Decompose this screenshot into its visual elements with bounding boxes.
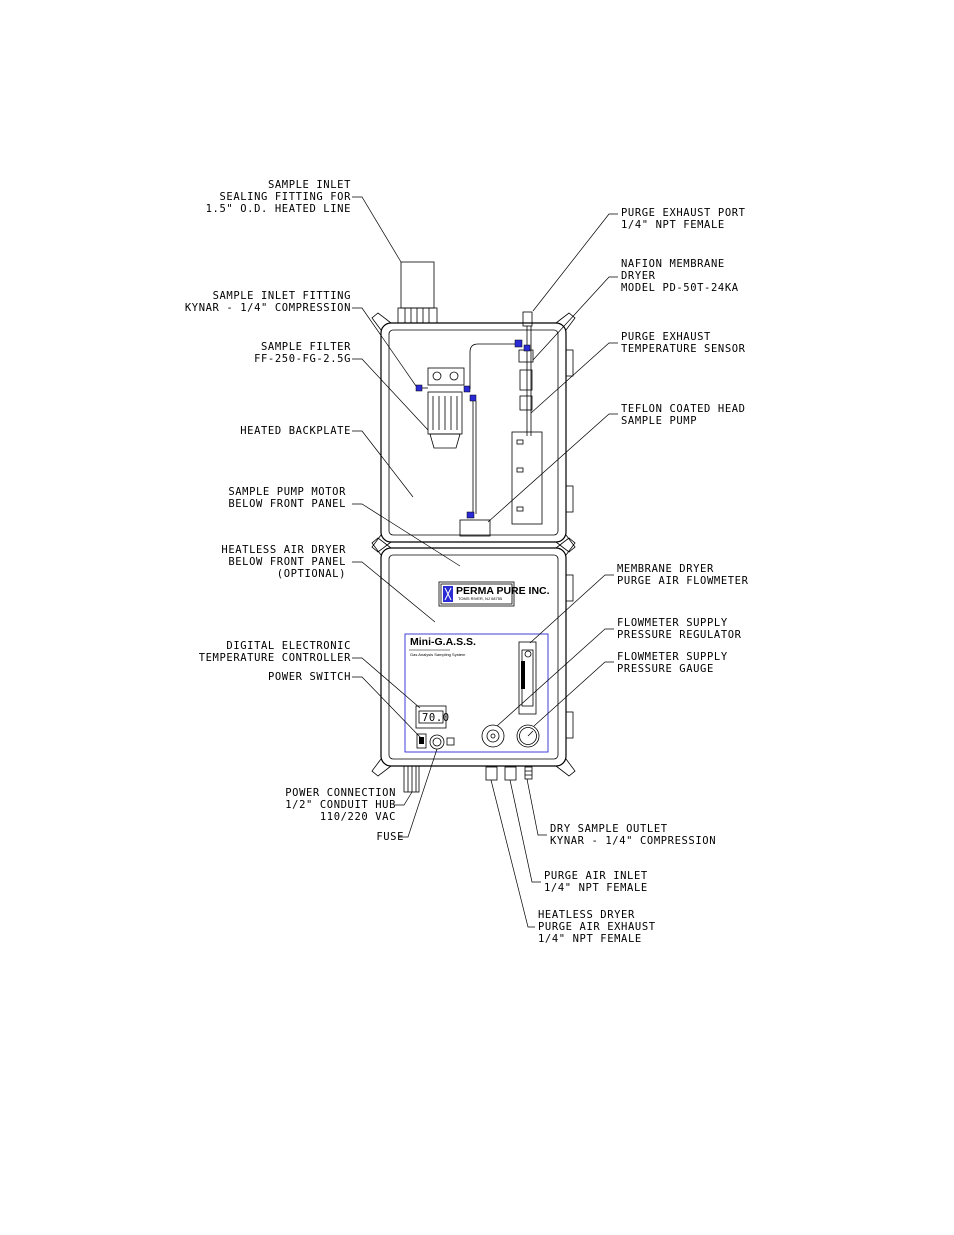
callout-heatless-dryer-2: BELOW FRONT PANEL bbox=[228, 556, 346, 568]
callout-sample-inlet-2: SEALING FITTING FOR bbox=[219, 191, 351, 203]
callout-temp-controller-1: DIGITAL ELECTRONIC bbox=[226, 640, 351, 652]
callout-regulator-2: PRESSURE REGULATOR bbox=[617, 629, 742, 641]
nafion-dryer bbox=[514, 311, 534, 436]
callout-nafion-1: NAFION MEMBRANE bbox=[621, 258, 725, 270]
power-switch[interactable] bbox=[416, 733, 427, 749]
callout-teflon-pump-1: TEFLON COATED HEAD bbox=[621, 403, 746, 415]
purge-flowmeter bbox=[518, 641, 537, 715]
callout-power-connection-2: 1/2" CONDUIT HUB bbox=[285, 799, 396, 811]
callout-nafion-2: DRYER bbox=[621, 270, 656, 282]
callout-dryer-exhaust-3: 1/4" NPT FEMALE bbox=[538, 933, 642, 945]
callout-heatless-dryer-3: (OPTIONAL) bbox=[277, 568, 346, 580]
upper-enclosure bbox=[371, 312, 576, 553]
callout-purge-inlet-2: 1/4" NPT FEMALE bbox=[544, 882, 648, 894]
callout-gauge-2: PRESSURE GAUGE bbox=[617, 663, 714, 675]
leader-lines bbox=[352, 196, 618, 928]
sample-tubing bbox=[469, 343, 515, 514]
controller-display: 70.0 bbox=[422, 712, 450, 724]
callout-pump-motor-1: SAMPLE PUMP MOTOR bbox=[228, 486, 346, 498]
callout-dry-outlet-2: KYNAR - 1/4" COMPRESSION bbox=[550, 835, 716, 847]
fuse-holder[interactable] bbox=[429, 734, 455, 750]
callout-heated-backplate: HEATED BACKPLATE bbox=[240, 425, 351, 437]
heated-inlet-line bbox=[397, 261, 438, 324]
callout-power-connection-1: POWER CONNECTION bbox=[285, 787, 396, 799]
callout-power-switch: POWER SWITCH bbox=[268, 671, 351, 683]
callout-dryer-exhaust-2: PURGE AIR EXHAUST bbox=[538, 921, 656, 933]
sample-filter bbox=[415, 367, 477, 449]
callout-flowmeter-1: MEMBRANE DRYER bbox=[617, 563, 714, 575]
conduit-hub bbox=[403, 765, 420, 793]
callout-pump-motor-2: BELOW FRONT PANEL bbox=[228, 498, 346, 510]
pressure-regulator[interactable] bbox=[481, 724, 505, 748]
callout-exhaust-temp-2: TEMPERATURE SENSOR bbox=[621, 343, 746, 355]
front-panel bbox=[404, 633, 549, 753]
callout-dryer-exhaust-1: HEATLESS DRYER bbox=[538, 909, 635, 921]
bottom-fittings bbox=[485, 766, 533, 781]
callout-flowmeter-2: PURGE AIR FLOWMETER bbox=[617, 575, 749, 587]
sample-pump bbox=[459, 431, 543, 537]
brand-plate bbox=[438, 581, 515, 607]
product-subtitle: Gas Analysis Sampling System bbox=[410, 652, 466, 657]
callout-inlet-fitting-2: KYNAR - 1/4" COMPRESSION bbox=[185, 302, 351, 314]
callout-regulator-1: FLOWMETER SUPPLY bbox=[617, 617, 728, 629]
callout-teflon-pump-2: SAMPLE PUMP bbox=[621, 415, 697, 427]
lower-enclosure bbox=[371, 537, 576, 777]
callout-nafion-3: MODEL PD-50T-24KA bbox=[621, 282, 739, 294]
bottom-callouts: DRY SAMPLE OUTLET KYNAR - 1/4" COMPRESSI… bbox=[538, 823, 716, 945]
callout-sample-filter-2: FF-250-FG-2.5G bbox=[254, 353, 351, 365]
callout-inlet-fitting-1: SAMPLE INLET FITTING bbox=[213, 290, 351, 302]
temperature-controller[interactable] bbox=[415, 705, 447, 729]
callout-temp-controller-2: TEMPERATURE CONTROLLER bbox=[199, 652, 351, 664]
callout-sample-filter-1: SAMPLE FILTER bbox=[261, 341, 351, 353]
callout-heatless-dryer-1: HEATLESS AIR DRYER bbox=[221, 544, 346, 556]
callout-fuse: FUSE bbox=[376, 831, 404, 843]
callout-purge-inlet-1: PURGE AIR INLET bbox=[544, 870, 648, 882]
pressure-gauge bbox=[516, 724, 540, 748]
callout-sample-inlet-1: SAMPLE INLET bbox=[268, 179, 351, 191]
callout-exhaust-temp-1: PURGE EXHAUST bbox=[621, 331, 711, 343]
callout-sample-inlet-3: 1.5" O.D. HEATED LINE bbox=[206, 203, 351, 215]
brand-tagline: TOMS RIVER, NJ 08755 bbox=[458, 596, 503, 601]
right-callouts: PURGE EXHAUST PORT 1/4" NPT FEMALE NAFIO… bbox=[617, 207, 749, 675]
callout-power-connection-3: 110/220 VAC bbox=[320, 811, 396, 823]
callout-gauge-1: FLOWMETER SUPPLY bbox=[617, 651, 728, 663]
product-name: Mini-G.A.S.S. bbox=[410, 636, 476, 648]
callout-dry-outlet-1: DRY SAMPLE OUTLET bbox=[550, 823, 668, 835]
left-callouts: SAMPLE INLET SEALING FITTING FOR 1.5" O.… bbox=[185, 179, 404, 843]
brand-name: PERMA PURE INC. bbox=[456, 585, 550, 597]
callout-purge-exhaust-port-2: 1/4" NPT FEMALE bbox=[621, 219, 725, 231]
callout-purge-exhaust-port-1: PURGE EXHAUST PORT bbox=[621, 207, 746, 219]
